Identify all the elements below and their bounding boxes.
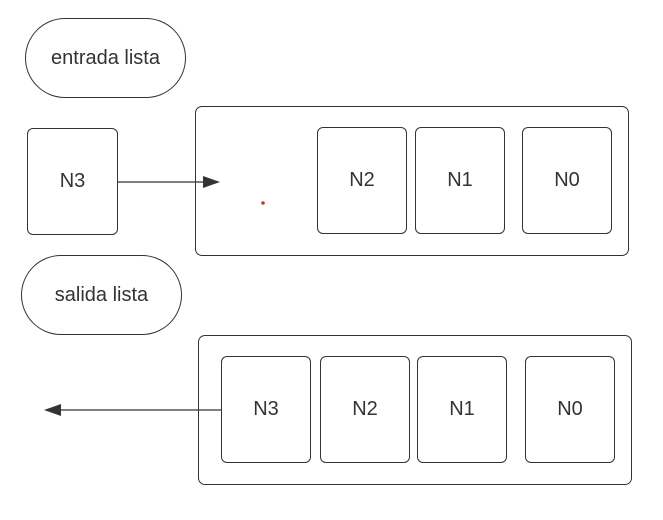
output-queue-node-label: N2 <box>352 398 378 420</box>
output-queue-node-label: N1 <box>449 398 475 420</box>
output-queue-node-label: N0 <box>557 398 583 420</box>
input-queue-node: N1 <box>415 127 505 234</box>
dequeue-arrow <box>44 404 221 416</box>
output-queue-node: N1 <box>417 356 507 463</box>
input-queue-node-label: N1 <box>447 169 473 191</box>
input-list-label: entrada lista <box>51 46 160 69</box>
input-list-terminal: entrada lista <box>25 18 186 98</box>
input-queue-node: N0 <box>522 127 612 234</box>
input-queue-node: N2 <box>317 127 407 234</box>
incoming-node-label: N3 <box>59 170 86 192</box>
input-queue-node-label: N0 <box>554 169 580 191</box>
output-queue-node: N3 <box>221 356 311 463</box>
output-list-terminal: salida lista <box>21 255 182 335</box>
input-queue-node-label: N2 <box>349 169 375 191</box>
output-queue-node-label: N3 <box>253 398 279 420</box>
incoming-node: N3 <box>27 128 118 235</box>
output-queue-node: N2 <box>320 356 410 463</box>
output-queue-node: N0 <box>525 356 615 463</box>
output-list-label: salida lista <box>54 283 149 306</box>
